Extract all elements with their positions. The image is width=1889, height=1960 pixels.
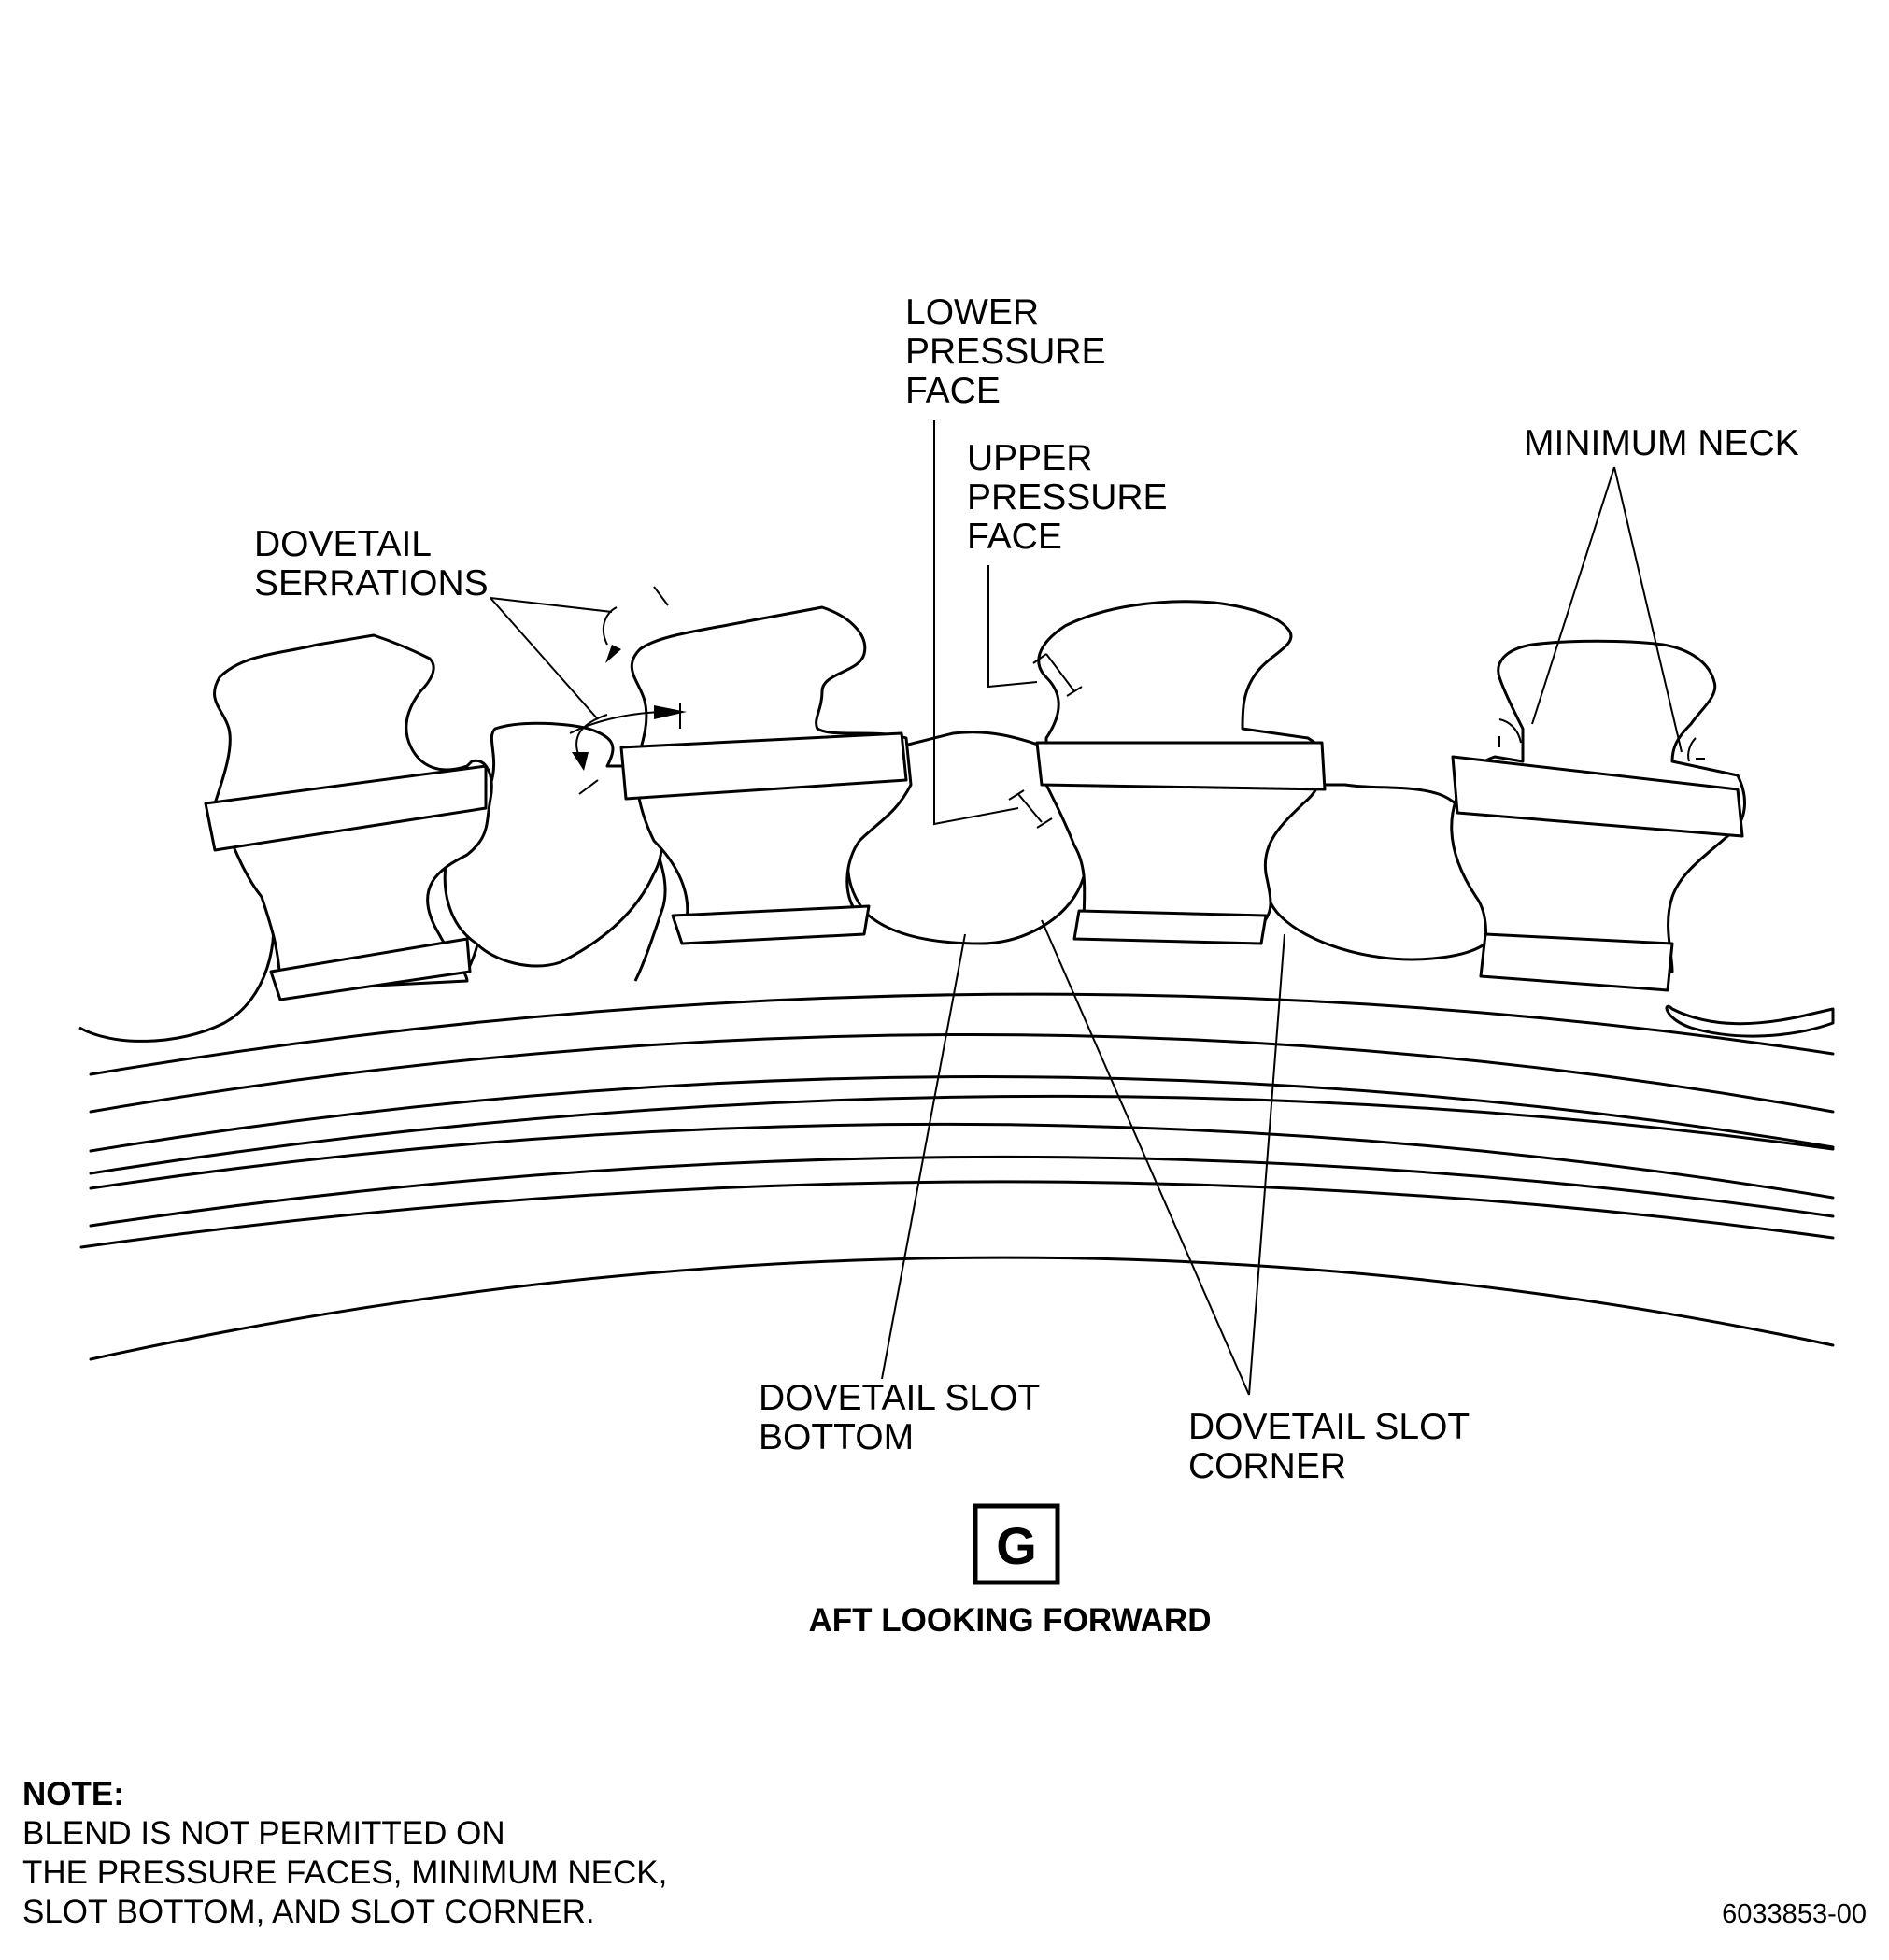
lower-pressure-face-label: LOWER PRESSURE FACE [905, 292, 1115, 411]
note-heading: NOTE: [22, 1776, 124, 1812]
note-text: BLEND IS NOT PERMITTED ON THE PRESSURE F… [22, 1815, 676, 1930]
dovetail-serrations-label: DOVETAIL SERRATIONS [254, 524, 489, 604]
view-letter-box: G [973, 1503, 1060, 1585]
blade-1 [204, 633, 493, 1001]
figure-id: 6033853-00 [1722, 1899, 1867, 1929]
disk-posts [78, 721, 1835, 1043]
blade-4 [1450, 639, 1746, 992]
note-block: NOTE: BLEND IS NOT PERMITTED ON THE PRES… [22, 1776, 676, 1930]
dovetail-slot-corner-label: DOVETAIL SLOT CORNER [1188, 1407, 1479, 1486]
leader-lines [490, 420, 1683, 1396]
blade-2 [619, 605, 913, 945]
upper-pressure-face-label: UPPER PRESSURE FACE [967, 438, 1177, 557]
dimension-markers [569, 586, 1705, 829]
view-caption: AFT LOOKING FORWARD [809, 1602, 1212, 1639]
view-letter: G [996, 1516, 1037, 1575]
dovetail-slot-bottom-label: DOVETAIL SLOT BOTTOM [759, 1378, 1049, 1457]
disk-rim-arcs [79, 992, 1835, 1361]
minimum-neck-label: MINIMUM NECK [1524, 423, 1799, 463]
blade-3 [1035, 600, 1327, 945]
